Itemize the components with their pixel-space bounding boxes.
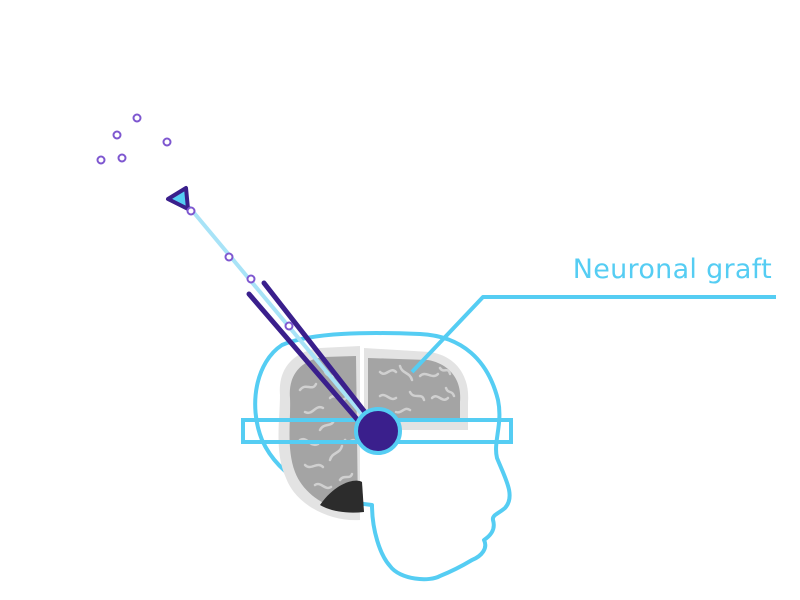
probe-shaft-lower [246,291,371,435]
particle [162,137,172,147]
callout-leader-line [410,295,776,374]
particle [112,130,122,140]
graft-node [354,407,402,455]
probe-shaft-upper [261,280,378,428]
injection-probe-icon [188,206,378,435]
graft-node-icon [354,407,402,455]
brain-cerebellum [320,480,364,513]
callout: Neuronal graft [410,254,776,374]
particle [186,206,196,216]
particle [284,321,294,331]
particle [224,252,234,262]
arrowhead-icon [166,186,190,211]
particle [132,113,142,123]
particle [96,155,106,165]
guide-line [188,206,377,432]
callout-label: Neuronal graft [573,254,772,285]
cell-particles-icon [96,113,294,331]
particle [246,274,256,284]
particle [117,153,127,163]
brain-left-lobe [289,356,358,512]
arrowhead [166,186,190,211]
